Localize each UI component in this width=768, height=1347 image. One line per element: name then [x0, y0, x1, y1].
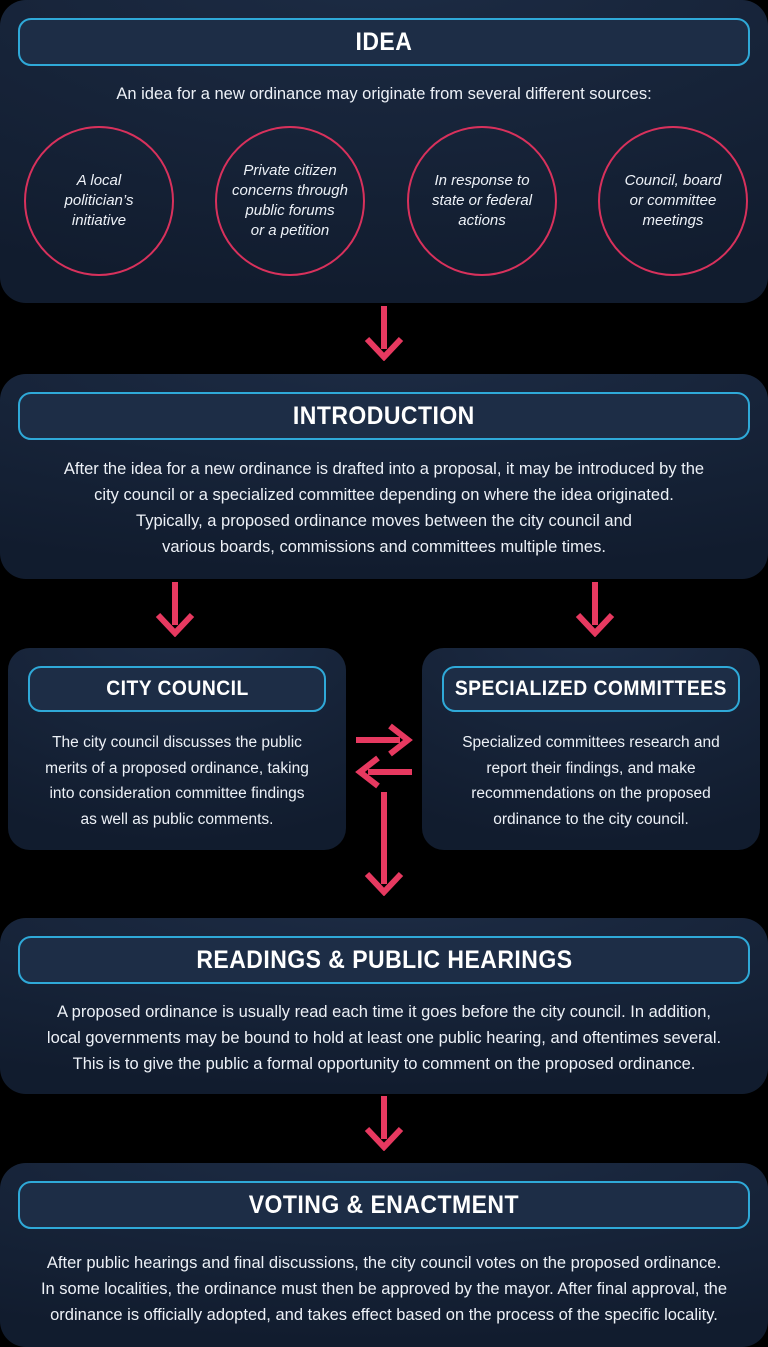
source-circle-council-board-label: Council, board or committee meetings: [624, 172, 722, 229]
specialized-committees-title: SPECIALIZED COMMITTEES: [454, 677, 728, 700]
readings-title-box: READINGS & PUBLIC HEARINGS: [18, 936, 750, 984]
city-council-title: CITY COUNCIL: [105, 677, 249, 700]
right-arrow-icon: [354, 722, 414, 758]
introduction-title-box: INTRODUCTION: [18, 392, 750, 440]
introduction-body: After the idea for a new ordinance is dr…: [63, 460, 705, 556]
source-circle-politician: A local politician’s initiative: [24, 126, 174, 276]
city-council-section: CITY COUNCIL: [8, 648, 346, 850]
idea-section: IDEA An idea for a new ordinance may ori…: [0, 0, 768, 303]
left-arrow-icon: [354, 754, 414, 790]
idea-title: IDEA: [355, 27, 413, 56]
voting-enactment-section: VOTING & ENACTMENT: [0, 1163, 768, 1347]
voting-title: VOTING & ENACTMENT: [248, 1190, 520, 1219]
specialized-committees-body: Specialized committees research and repo…: [462, 734, 720, 828]
source-circle-council-board: Council, board or committee meetings: [598, 126, 748, 276]
source-circle-politician-label: A local politician’s initiative: [64, 172, 134, 229]
readings-public-hearings-section: READINGS & PUBLIC HEARINGS: [0, 918, 768, 1094]
source-circle-state-federal: In response to state or federal actions: [407, 126, 557, 276]
source-circle-state-federal-label: In response to state or federal actions: [431, 172, 533, 229]
down-arrow-icon: [360, 1095, 408, 1151]
source-circle-private-citizen: Private citizen concerns through public …: [215, 126, 365, 276]
introduction-section: INTRODUCTION: [0, 374, 768, 579]
down-arrow-icon: [360, 305, 408, 361]
introduction-title: INTRODUCTION: [293, 401, 475, 430]
city-council-title-box: CITY COUNCIL: [28, 666, 326, 712]
down-arrow-icon: [360, 790, 408, 896]
down-arrow-icon: [571, 581, 619, 637]
down-arrow-icon: [151, 581, 199, 637]
source-circle-private-citizen-label: Private citizen concerns through public …: [232, 162, 348, 239]
idea-title-box: IDEA: [18, 18, 750, 66]
idea-subtitle: An idea for a new ordinance may originat…: [116, 85, 652, 103]
voting-body: After public hearings and final discussi…: [40, 1254, 728, 1324]
specialized-committees-title-box: SPECIALIZED COMMITTEES: [442, 666, 740, 712]
city-council-body: The city council discusses the public me…: [45, 734, 309, 828]
readings-title: READINGS & PUBLIC HEARINGS: [195, 945, 573, 974]
specialized-committees-section: SPECIALIZED COMMITTEES: [422, 648, 760, 850]
readings-body: A proposed ordinance is usually read eac…: [46, 1003, 722, 1073]
voting-title-box: VOTING & ENACTMENT: [18, 1181, 750, 1229]
